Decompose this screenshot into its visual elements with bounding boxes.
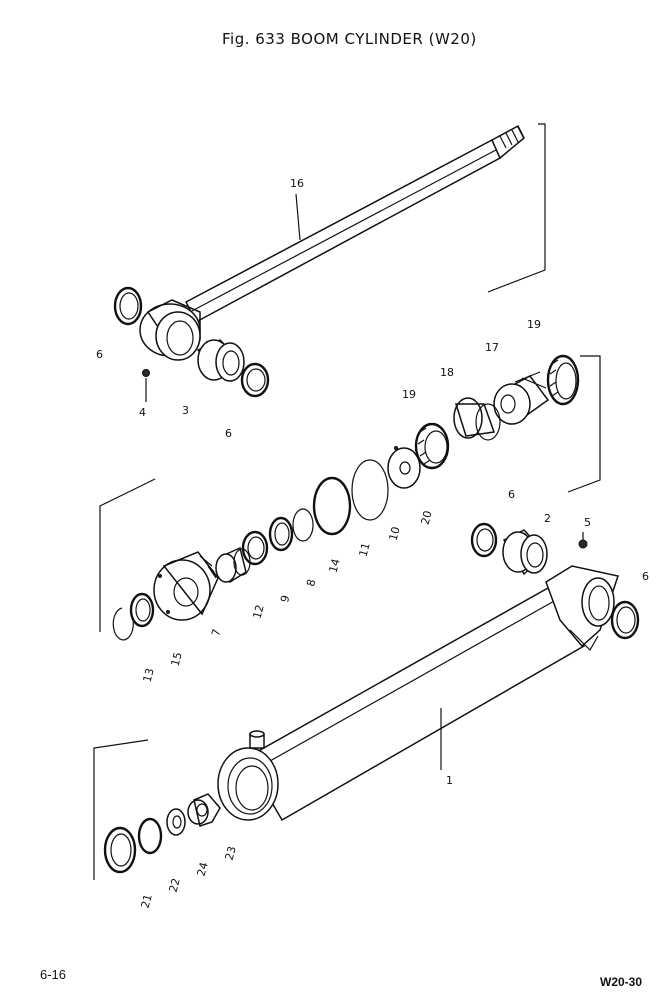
part-label-11: 11 <box>357 541 373 558</box>
wear-ring-19a <box>546 354 580 406</box>
o-ring-11 <box>312 476 352 536</box>
head-bracket-right <box>567 355 601 493</box>
part-label-24: 24 <box>195 861 211 878</box>
head-bracket-left <box>99 478 156 632</box>
ring-14 <box>292 508 314 542</box>
grease-nipple-5 <box>578 532 588 549</box>
seal-15 <box>129 592 155 628</box>
sleeve-18 <box>453 397 501 441</box>
figure-title: Fig. 633 BOOM CYLINDER (W20) <box>222 30 477 48</box>
washer-20 <box>387 446 421 489</box>
part-label-20: 20 <box>419 509 435 526</box>
part-label-17: 17 <box>485 341 499 354</box>
ring-22 <box>137 817 163 855</box>
bottom-bracket <box>93 739 149 880</box>
part-label-10: 10 <box>387 525 403 542</box>
bushing-12 <box>215 546 251 584</box>
part-label-12: 12 <box>251 603 267 620</box>
part-label-21: 21 <box>139 893 155 910</box>
page-number: 6-16 <box>40 967 67 982</box>
part-label-6a: 6 <box>96 348 103 361</box>
part-label-1: 1 <box>446 774 453 787</box>
part-label-6d: 6 <box>642 570 649 583</box>
part-label-18: 18 <box>440 366 454 379</box>
part-label-14: 14 <box>327 557 343 574</box>
seal-ring-6a <box>113 286 143 326</box>
part-label-9: 9 <box>278 594 292 604</box>
o-ring-10 <box>351 459 389 521</box>
part-label-6b: 6 <box>225 427 232 440</box>
seal-8 <box>268 516 294 552</box>
wear-ring-19b <box>414 422 450 470</box>
page-code: W20-30 <box>600 975 643 989</box>
ring-21 <box>103 826 137 874</box>
gland-17 <box>493 371 550 425</box>
snap-ring-13 <box>112 607 134 641</box>
piston-rod <box>139 124 525 361</box>
part-label-22: 22 <box>167 877 183 894</box>
bushing-2 <box>502 529 548 576</box>
part-label-2: 2 <box>544 512 551 525</box>
part-label-16: 16 <box>290 177 304 190</box>
washer-24 <box>166 808 186 836</box>
part-label-23: 23 <box>223 845 239 862</box>
grease-nipple-4 <box>142 369 150 402</box>
part-label-13: 13 <box>141 667 157 684</box>
part-label-4: 4 <box>139 406 146 419</box>
part-label-19a: 19 <box>527 318 541 331</box>
part-label-8: 8 <box>304 578 318 588</box>
leader-16 <box>295 193 301 241</box>
rod-bracket-line <box>487 123 546 293</box>
part-label-19b: 19 <box>402 388 416 401</box>
part-label-7: 7 <box>209 628 223 638</box>
seal-ring-6b <box>240 362 270 398</box>
part-label-15: 15 <box>169 651 185 668</box>
part-label-6c: 6 <box>508 488 515 501</box>
cylinder-head-7 <box>153 551 219 621</box>
part-label-5: 5 <box>584 516 591 529</box>
seal-ring-6c <box>470 522 498 558</box>
seal-9 <box>241 530 269 566</box>
bushing-3 <box>196 339 245 382</box>
nut-23 <box>187 793 221 827</box>
cylinder-tube <box>217 565 619 822</box>
part-label-3: 3 <box>182 404 189 417</box>
seal-ring-6d <box>610 600 640 640</box>
